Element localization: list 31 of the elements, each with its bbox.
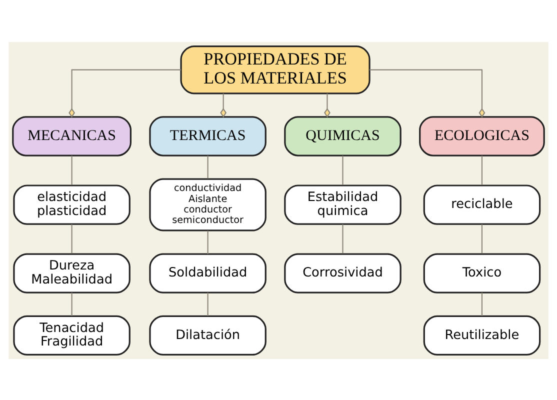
- connector: [207, 292, 208, 316]
- connector: [71, 155, 72, 185]
- node-box: reciclable: [423, 184, 541, 224]
- node-box: Dilatación: [149, 314, 266, 356]
- connector: [324, 92, 330, 118]
- node-box: TERMICAS: [149, 116, 266, 156]
- connector: [68, 68, 181, 118]
- node-box: Reutilizable: [423, 314, 541, 356]
- connector: [342, 224, 344, 254]
- node-box: Toxico: [423, 252, 541, 293]
- connector: [370, 68, 486, 118]
- node-box: Tenacidad Fragilidad: [13, 314, 130, 356]
- node-box: Dureza Maleabilidad: [13, 252, 130, 293]
- connector: [342, 155, 344, 185]
- node-box: QUIMICAS: [284, 116, 402, 156]
- connector: [71, 292, 72, 316]
- node-box: MECANICAS: [12, 116, 132, 156]
- node-box: PROPIEDADES DE LOS MATERIALES: [180, 44, 370, 94]
- connector: [207, 230, 208, 254]
- connector: [220, 92, 227, 118]
- node-box: conductividad Aislante conductor semiconductor: [149, 178, 266, 231]
- node-box: Estabilidad quimica: [284, 184, 402, 224]
- connector: [207, 155, 208, 178]
- node-box: Corrosividad: [284, 252, 402, 293]
- connector: [481, 155, 483, 185]
- node-box: Soldabilidad: [149, 252, 266, 293]
- connector: [71, 224, 72, 254]
- connector: [481, 292, 483, 316]
- node-box: elasticidad plasticidad: [13, 184, 130, 224]
- connector: [481, 224, 483, 254]
- node-box: ECOLOGICAS: [419, 116, 545, 156]
